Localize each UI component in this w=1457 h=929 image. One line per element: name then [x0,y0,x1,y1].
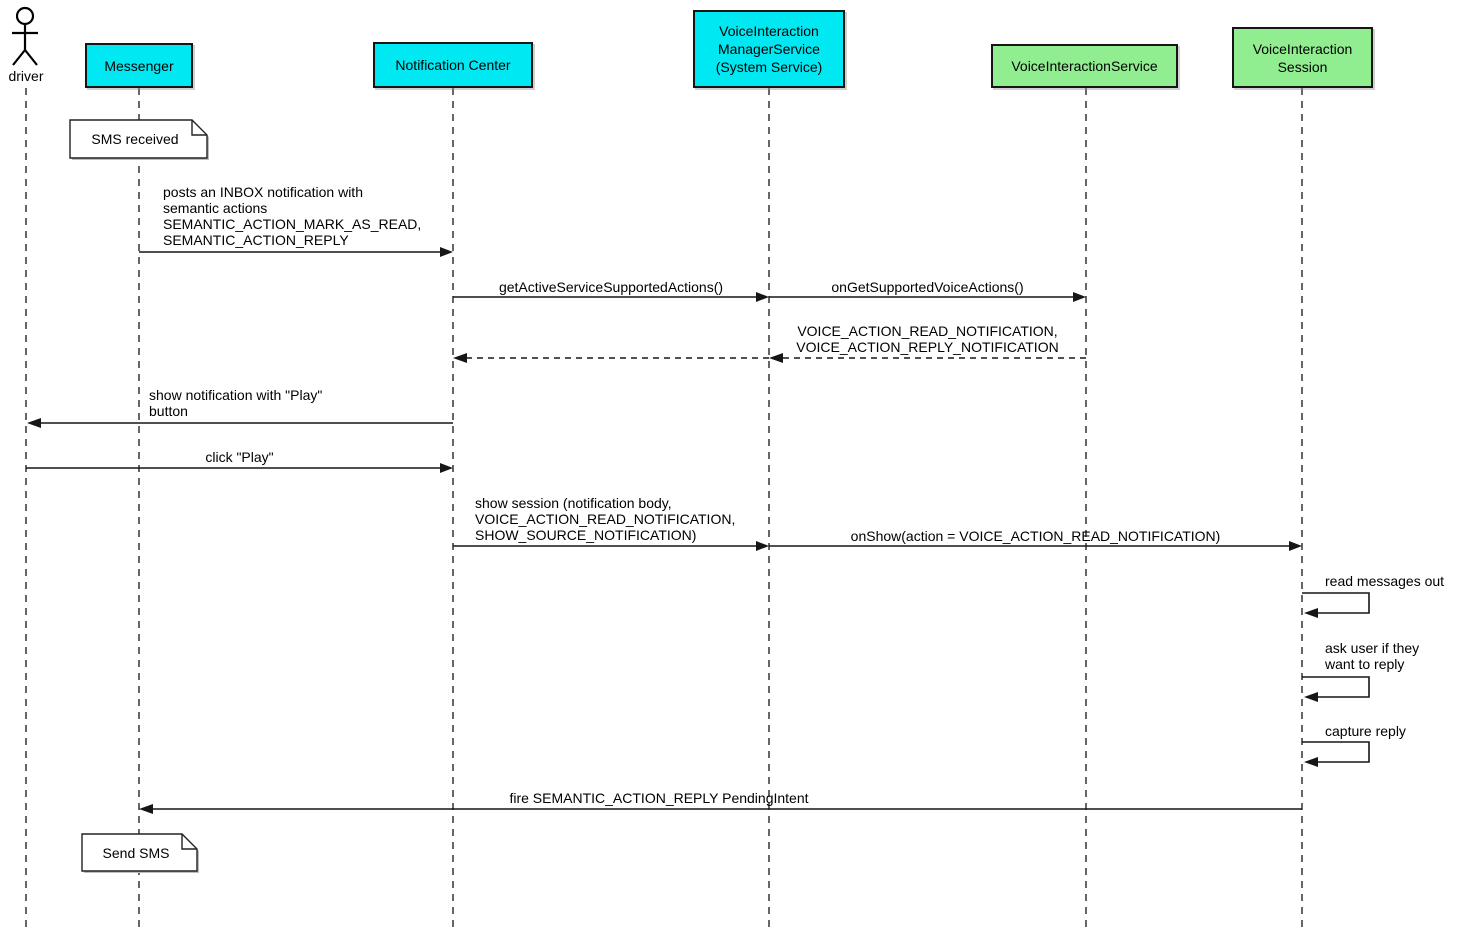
message-label-show-session: show session (notification body, VOICE_A… [475,495,736,543]
message-arrow-get-active-service-supported-actions [453,292,769,302]
participant-notification-center: Notification Center [373,42,533,88]
note-label-send-sms: Send SMS [102,844,170,861]
message-arrow-return-voice-actions-to-manager [769,353,1086,363]
message-label-read-messages-out: read messages out [1325,573,1445,589]
participant-voice-interaction-service: VoiceInteractionService [991,44,1178,88]
message-label-on-show: onShow(action = VOICE_ACTION_READ_NOTIFI… [850,528,1221,544]
message-arrow-click-play [26,463,453,473]
message-label-return-voice-actions: VOICE_ACTION_READ_NOTIFICATION, VOICE_AC… [796,323,1059,355]
message-label-ask-user-reply: ask user if they want to reply [1325,640,1420,672]
message-arrow-show-notification-play [27,418,453,428]
message-label-click-play: click "Play" [205,449,274,465]
actor-label-driver: driver [8,68,44,84]
message-arrow-posts-inbox-notification [139,247,453,257]
message-arrow-show-session [453,541,769,551]
message-arrow-on-get-supported-voice-actions [769,292,1086,302]
message-arrow-fire-semantic-action-reply [139,804,1302,814]
self-message-arrow-read-messages-out [1302,592,1370,618]
message-label-posts-inbox-notification: posts an INBOX notification with semanti… [163,184,422,248]
note-shape-sms-received [69,119,209,160]
note-label-sms-received: SMS received [91,131,179,147]
self-message-arrow-ask-user-reply [1302,676,1370,702]
actor-figure-driver [12,6,38,66]
message-label-on-get-supported-voice-actions: onGetSupportedVoiceActions() [831,279,1024,295]
participant-messenger: Messenger [85,43,193,88]
message-label-get-active-service-supported-actions: getActiveServiceSupportedActions() [498,279,724,295]
message-arrow-return-voice-actions-to-notification-center [453,353,769,363]
lifelines [25,88,1303,929]
self-message-arrow-capture-reply [1302,741,1370,767]
participant-voice-interaction-manager-service: VoiceInteraction ManagerService (System … [693,10,845,88]
message-label-show-notification-play: show notification with "Play" button [149,387,323,419]
message-label-fire-semantic-action-reply: fire SEMANTIC_ACTION_REPLY PendingIntent [509,790,809,806]
message-label-capture-reply: capture reply [1325,723,1406,739]
note-shape-send-sms [81,833,199,873]
participant-voice-interaction-session: VoiceInteraction Session [1232,27,1373,88]
message-arrow-on-show [769,541,1302,551]
